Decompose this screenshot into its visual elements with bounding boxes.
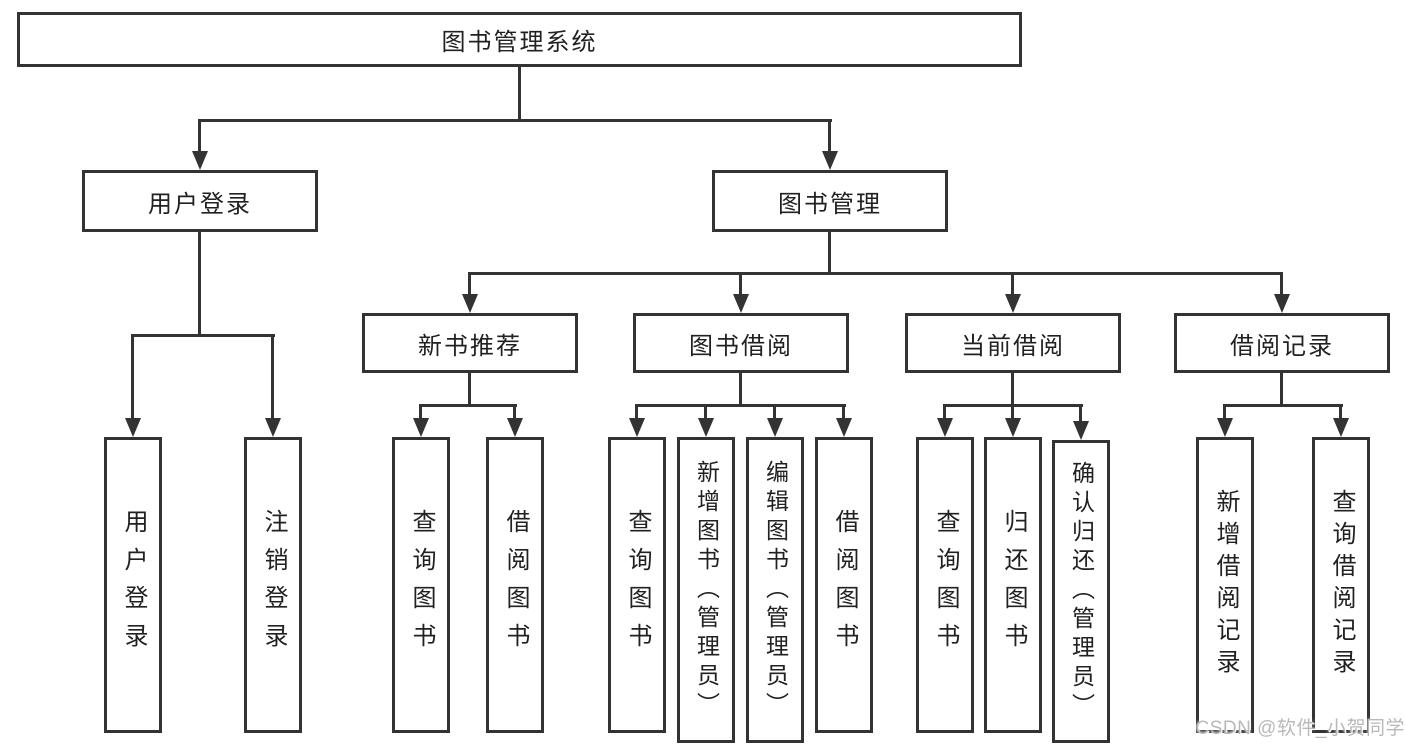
leaf-label: 用户登录 bbox=[120, 509, 146, 661]
node-user-login: 用户登录 bbox=[82, 170, 318, 232]
leaf-add-book-admin: 新增图书（管理员） bbox=[677, 437, 735, 743]
leaf-label: 注销登录 bbox=[260, 509, 286, 661]
arrow-down-icon bbox=[1005, 294, 1021, 313]
connector-line bbox=[739, 272, 742, 294]
connector-line bbox=[419, 404, 422, 418]
connector-line bbox=[1011, 372, 1014, 405]
arrow-down-icon bbox=[836, 418, 852, 437]
arrow-down-icon bbox=[125, 418, 141, 437]
connector-line bbox=[739, 372, 742, 405]
connector-line bbox=[1280, 372, 1283, 405]
leaf-query-book-2: 查询图书 bbox=[608, 437, 666, 733]
arrow-down-icon bbox=[507, 418, 523, 437]
arrow-down-icon bbox=[1333, 418, 1349, 437]
connector-line bbox=[1011, 272, 1014, 294]
connector-line bbox=[468, 372, 471, 405]
arrow-down-icon bbox=[1217, 418, 1233, 437]
leaf-label: 新增图书（管理员） bbox=[693, 459, 719, 721]
connector-line bbox=[1223, 404, 1343, 407]
connector-line bbox=[1223, 404, 1226, 418]
connector-line bbox=[198, 119, 201, 151]
leaf-user-login: 用户登录 bbox=[104, 437, 162, 733]
arrow-down-icon bbox=[767, 418, 783, 437]
leaf-label: 编辑图书（管理员） bbox=[762, 459, 788, 721]
leaf-label: 查询图书 bbox=[624, 509, 650, 661]
connector-line bbox=[198, 232, 201, 335]
leaf-confirm-return-admin: 确认归还（管理员） bbox=[1052, 440, 1110, 743]
connector-line bbox=[518, 67, 521, 120]
arrow-down-icon bbox=[937, 418, 953, 437]
leaf-label: 查询借阅记录 bbox=[1328, 489, 1354, 681]
leaf-return-book: 归还图书 bbox=[984, 437, 1042, 733]
leaf-borrow-book-1: 借阅图书 bbox=[486, 437, 544, 733]
leaf-label: 查询图书 bbox=[408, 509, 434, 661]
connector-line bbox=[704, 404, 707, 418]
arrow-down-icon bbox=[1073, 421, 1089, 440]
leaf-borrow-book-2: 借阅图书 bbox=[815, 437, 873, 733]
arrow-down-icon bbox=[462, 294, 478, 313]
connector-line bbox=[271, 334, 274, 418]
connector-line bbox=[419, 404, 517, 407]
arrow-down-icon bbox=[698, 418, 714, 437]
connector-line bbox=[468, 272, 1283, 275]
leaf-query-book-1: 查询图书 bbox=[392, 437, 450, 733]
arrow-down-icon bbox=[733, 294, 749, 313]
leaf-query-book-3: 查询图书 bbox=[916, 437, 974, 733]
connector-line bbox=[828, 232, 831, 273]
arrow-down-icon bbox=[192, 151, 208, 170]
connector-line bbox=[1011, 404, 1014, 418]
node-current-borrow: 当前借阅 bbox=[905, 313, 1121, 373]
leaf-edit-book-admin: 编辑图书（管理员） bbox=[746, 437, 804, 743]
connector-line bbox=[842, 404, 845, 418]
leaf-logout: 注销登录 bbox=[244, 437, 302, 733]
leaf-add-borrow-record: 新增借阅记录 bbox=[1196, 437, 1254, 733]
connector-line bbox=[513, 404, 516, 418]
leaf-label: 确认归还（管理员） bbox=[1068, 461, 1094, 722]
arrow-down-icon bbox=[1274, 294, 1290, 313]
leaf-label: 新增借阅记录 bbox=[1212, 489, 1238, 681]
arrow-down-icon bbox=[1005, 418, 1021, 437]
connector-line bbox=[635, 404, 846, 407]
node-root: 图书管理系统 bbox=[17, 12, 1022, 67]
node-book-borrow: 图书借阅 bbox=[633, 313, 849, 373]
connector-line bbox=[131, 334, 275, 337]
connector-line bbox=[198, 119, 832, 122]
csdn-watermark: CSDN @软件_小贺同学 bbox=[1195, 718, 1405, 739]
leaf-label: 借阅图书 bbox=[831, 509, 857, 661]
connector-line bbox=[773, 404, 776, 418]
node-new-book-recommend: 新书推荐 bbox=[362, 313, 578, 373]
connector-line bbox=[635, 404, 638, 418]
connector-line bbox=[1079, 404, 1082, 421]
node-book-management: 图书管理 bbox=[712, 170, 948, 232]
connector-line bbox=[1339, 404, 1342, 418]
arrow-down-icon bbox=[413, 418, 429, 437]
arrow-down-icon bbox=[629, 418, 645, 437]
leaf-label: 借阅图书 bbox=[502, 509, 528, 661]
connector-line bbox=[131, 334, 134, 418]
arrow-down-icon bbox=[265, 418, 281, 437]
connector-line bbox=[828, 119, 831, 151]
leaf-label: 查询图书 bbox=[932, 509, 958, 661]
connector-line bbox=[1280, 272, 1283, 294]
node-borrow-record: 借阅记录 bbox=[1174, 313, 1390, 373]
leaf-query-borrow-record: 查询借阅记录 bbox=[1312, 437, 1370, 733]
arrow-down-icon bbox=[822, 151, 838, 170]
connector-line bbox=[943, 404, 946, 418]
leaf-label: 归还图书 bbox=[1000, 509, 1026, 661]
connector-line bbox=[468, 272, 471, 294]
